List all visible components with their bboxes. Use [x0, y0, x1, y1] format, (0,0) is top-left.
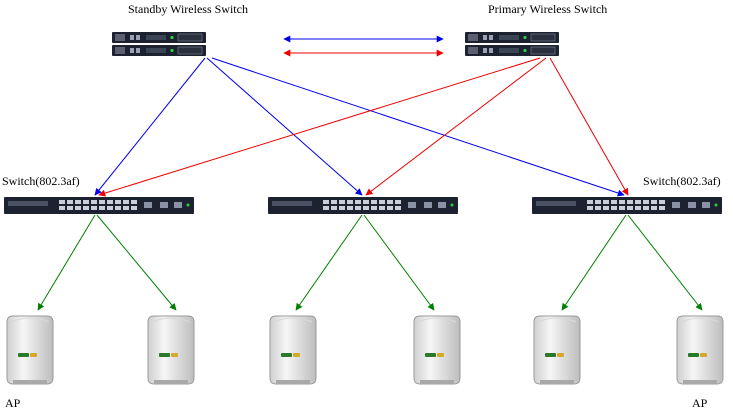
link-primary-right	[549, 57, 629, 196]
link-ap-1	[37, 214, 96, 311]
link-primary-center	[365, 57, 547, 196]
link-standby-center	[206, 57, 363, 196]
poe-switch-right-icon	[532, 197, 722, 214]
link-standby-left	[94, 57, 206, 196]
poe-switch-left-icon	[4, 197, 194, 214]
link-ap-5	[561, 214, 627, 311]
access-point-5-icon	[533, 315, 581, 385]
access-point-6-icon	[676, 315, 724, 385]
link-ap-4	[363, 214, 435, 311]
link-ap-6	[627, 214, 703, 311]
poe-switch-center-icon	[268, 197, 458, 214]
access-point-3-icon	[269, 315, 317, 385]
link-ap-2	[96, 214, 177, 311]
primary-wireless-switch-icon	[464, 31, 560, 57]
link-standby-right	[211, 57, 625, 197]
ap-left-label: AP	[5, 396, 21, 410]
access-point-4-icon	[413, 315, 461, 385]
primary-switch-label: Primary Wireless Switch	[488, 2, 608, 16]
link-primary-left	[98, 57, 541, 197]
poe-switch-left-label: Switch(802.3af)	[2, 174, 80, 188]
link-ap-3	[295, 214, 363, 311]
poe-switch-right-label: Switch(802.3af)	[643, 174, 721, 188]
ap-right-label: AP	[692, 396, 708, 410]
access-point-1-icon	[6, 315, 54, 385]
standby-wireless-switch-icon	[111, 31, 207, 57]
access-point-2-icon	[147, 315, 195, 385]
standby-switch-label: Standby Wireless Switch	[128, 2, 248, 16]
